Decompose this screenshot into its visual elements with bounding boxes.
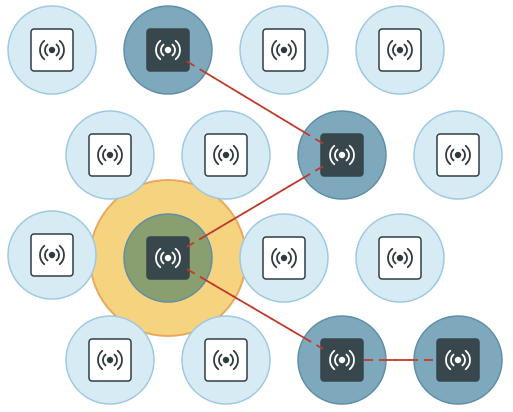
broadcast-signal-icon [30, 233, 74, 277]
broadcast-signal-icon [88, 338, 132, 382]
cell-node-inactive [7, 5, 97, 95]
broadcast-signal-icon [88, 133, 132, 177]
broadcast-signal-icon [320, 133, 364, 177]
connection-link-overlay [186, 165, 324, 248]
broadcast-signal-icon [146, 28, 190, 72]
broadcast-signal-icon [30, 28, 74, 72]
cell-node-inactive [355, 213, 445, 303]
cell-node-active [297, 315, 387, 405]
broadcast-signal-icon [378, 236, 422, 280]
connection-link-overlay [186, 268, 324, 350]
broadcast-signal-icon [378, 28, 422, 72]
cell-node-active [123, 5, 213, 95]
cell-node-inactive [413, 110, 503, 200]
cell-node-inactive [181, 110, 271, 200]
cell-node-highlight [123, 213, 213, 303]
cell-node-inactive [239, 213, 329, 303]
cell-node-inactive [65, 110, 155, 200]
broadcast-signal-icon [436, 338, 480, 382]
broadcast-signal-icon [320, 338, 364, 382]
cell-node-inactive [65, 315, 155, 405]
cell-node-inactive [355, 5, 445, 95]
cell-node-inactive [181, 315, 271, 405]
connection-link-overlay [186, 60, 324, 145]
broadcast-signal-icon [146, 236, 190, 280]
broadcast-signal-icon [204, 133, 248, 177]
broadcast-signal-icon [436, 133, 480, 177]
broadcast-signal-icon [204, 338, 248, 382]
cell-node-inactive [7, 210, 97, 300]
node-layer [7, 5, 503, 405]
broadcast-signal-icon [262, 236, 306, 280]
cell-node-inactive [239, 5, 329, 95]
broadcast-signal-icon [262, 28, 306, 72]
cell-node-active [297, 110, 387, 200]
